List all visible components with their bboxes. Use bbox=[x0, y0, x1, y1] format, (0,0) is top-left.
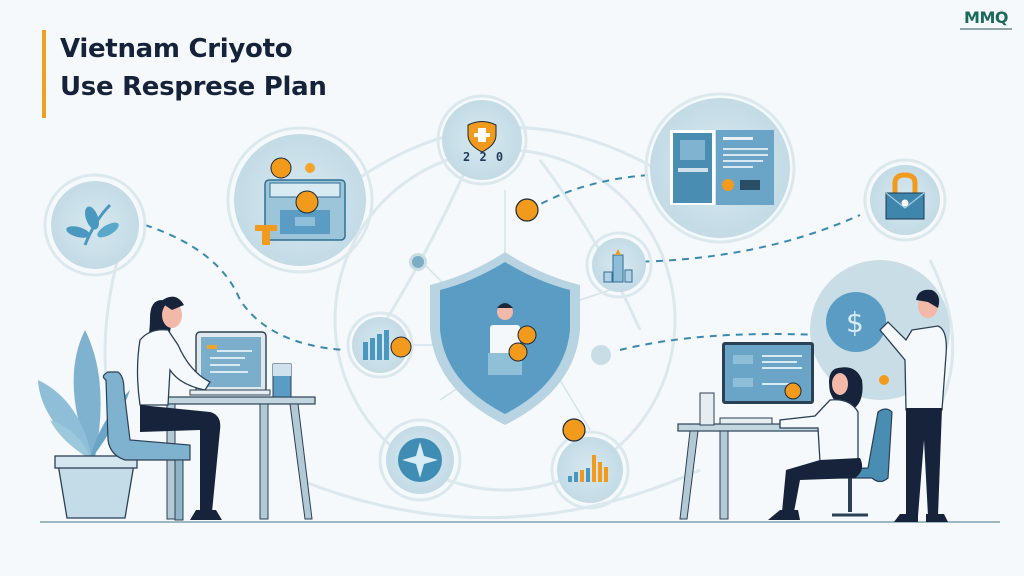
left-desk bbox=[154, 396, 316, 520]
logo-text: MMQ bbox=[964, 8, 1008, 27]
left-laptop bbox=[189, 331, 292, 398]
right-desk bbox=[677, 392, 824, 520]
man-standing-right bbox=[879, 289, 948, 522]
document-screen-node[interactable] bbox=[644, 92, 796, 244]
svg-text:$: $ bbox=[846, 306, 864, 339]
woman-desktop-right bbox=[768, 367, 863, 520]
woman-laptop-left bbox=[136, 296, 222, 520]
growth-chart-node[interactable] bbox=[550, 418, 630, 510]
security-badge-label: 2 2 0 bbox=[463, 150, 505, 164]
logo-underline bbox=[960, 28, 1012, 30]
bar-chart-node[interactable] bbox=[346, 311, 414, 379]
compass-node[interactable] bbox=[378, 418, 462, 502]
brand-logo[interactable]: MMQ bbox=[956, 8, 1016, 30]
left-chair bbox=[102, 371, 191, 521]
cash-register-node[interactable] bbox=[226, 126, 374, 274]
security-badge-node[interactable] bbox=[436, 94, 528, 186]
title-block: Vietnam Criyoto Use Resprese Plan bbox=[42, 30, 327, 118]
right-chair bbox=[817, 408, 893, 517]
dashed-connections bbox=[144, 174, 861, 351]
page-title-line-2: Use Resprese Plan bbox=[60, 72, 327, 102]
bank-building-node[interactable] bbox=[585, 231, 653, 299]
central-shield[interactable] bbox=[430, 252, 580, 425]
plant-node[interactable] bbox=[43, 173, 147, 277]
page-title-line-1: Vietnam Criyoto bbox=[60, 34, 293, 64]
right-monitor bbox=[719, 342, 814, 425]
coin-icon bbox=[515, 198, 539, 222]
secure-mail-node[interactable] bbox=[863, 158, 947, 242]
